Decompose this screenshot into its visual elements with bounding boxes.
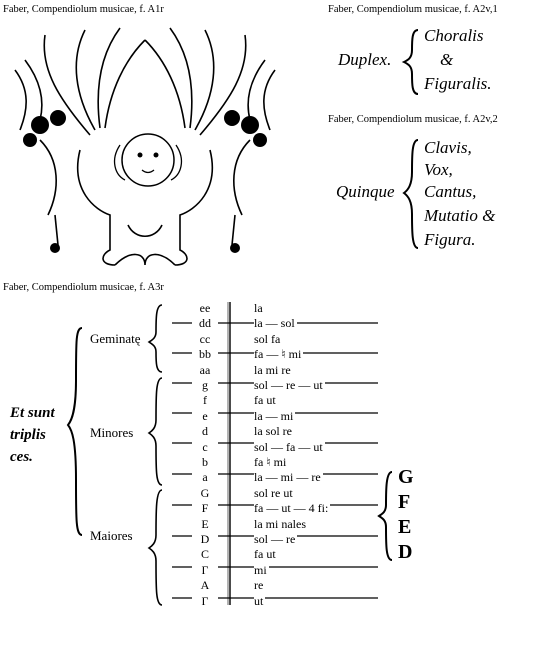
scale-letter: e: [192, 408, 218, 424]
scale-syllables: ut: [254, 593, 266, 609]
scale-letter: f: [192, 393, 218, 409]
final-letter: D: [398, 541, 413, 563]
scale-letter: a: [192, 470, 218, 486]
scale-syllables: la sol re: [254, 424, 294, 440]
quinque-item: Vox,: [424, 160, 453, 179]
scale-letter: c: [192, 439, 218, 455]
scale-letter: dd: [192, 316, 218, 332]
scale-syllables: la — mi — re: [254, 470, 323, 486]
scale-letter: G: [192, 485, 218, 501]
scale-letter: ee: [192, 301, 218, 316]
scale-syllables: la — sol: [254, 316, 297, 332]
scale-title-line: Et sunt: [10, 405, 55, 421]
quinque-item: Mutatio &: [424, 206, 496, 225]
scale-syllables: la — mi: [254, 408, 296, 424]
final-letter: F: [398, 491, 411, 513]
scale-letter: C: [192, 547, 218, 563]
caption-a2v1: Faber, Compendiolum musicae, f. A2v,1: [328, 4, 498, 15]
scale-syllables: fa ut: [254, 547, 278, 563]
group-label: Geminatę: [90, 331, 141, 346]
caption-a1r: Faber, Compendiolum musicae, f. A1r: [3, 4, 164, 15]
scale-syllables: mi: [254, 562, 269, 578]
scale-syllables: fa ut: [254, 393, 278, 409]
scale-letter: E: [192, 516, 218, 532]
scale-letter: Γ: [192, 593, 218, 609]
duplex-item: &: [440, 50, 454, 69]
quinque-item: Figura.: [424, 230, 476, 249]
group-label: Minores: [90, 425, 134, 440]
scale-letter: A: [192, 578, 218, 594]
scale-syllables: fa — ♮ mi: [254, 347, 304, 363]
scale-letter: b: [192, 455, 218, 470]
caption-a2v2: Faber, Compendiolum musicae, f. A2v,2: [328, 114, 498, 125]
scale-letter: d: [192, 424, 218, 440]
quinque-label: Quinque: [336, 182, 395, 201]
duplex-label: Duplex.: [338, 50, 392, 69]
quinque-item: Clavis,: [424, 138, 472, 157]
scale-syllables: sol fa: [254, 331, 283, 347]
scale-syllables: fa — ut — 4 fi:: [254, 501, 331, 517]
scale-syllables: sol — re: [254, 532, 298, 547]
scale-title-line: ces.: [10, 449, 33, 465]
scale-syllables: sol re ut: [254, 485, 295, 501]
scale-syllables: la mi nales: [254, 516, 308, 532]
quinque-item: Cantus,: [424, 182, 477, 201]
scale-syllables: la: [254, 301, 265, 316]
final-letter: E: [398, 516, 412, 538]
duplex-item: Figuralis.: [424, 74, 492, 93]
scale-title-line: triplis: [10, 427, 46, 443]
duplex-item: Choralis: [424, 26, 484, 45]
group-label: Maiores: [90, 528, 133, 543]
scale-syllables: sol — re — ut: [254, 378, 325, 393]
scale-letter: aa: [192, 362, 218, 378]
scale-syllables: fa ♮ mi: [254, 455, 289, 470]
scale-syllables: la mi re: [254, 362, 293, 378]
scale-letter: D: [192, 532, 218, 547]
scale-letter: cc: [192, 331, 218, 347]
final-letter: G: [398, 466, 414, 488]
scale-letter: bb: [192, 347, 218, 363]
scale-letter: Γ: [192, 562, 218, 578]
scale-letter: F: [192, 501, 218, 517]
scale-title: Et sunt triplis ces.: [10, 402, 55, 468]
scale-letter: g: [192, 378, 218, 393]
caption-a3r: Faber, Compendiolum musicae, f. A3r: [3, 282, 164, 293]
scale-syllables: sol — fa — ut: [254, 439, 325, 455]
scale-syllables: re: [254, 578, 266, 594]
